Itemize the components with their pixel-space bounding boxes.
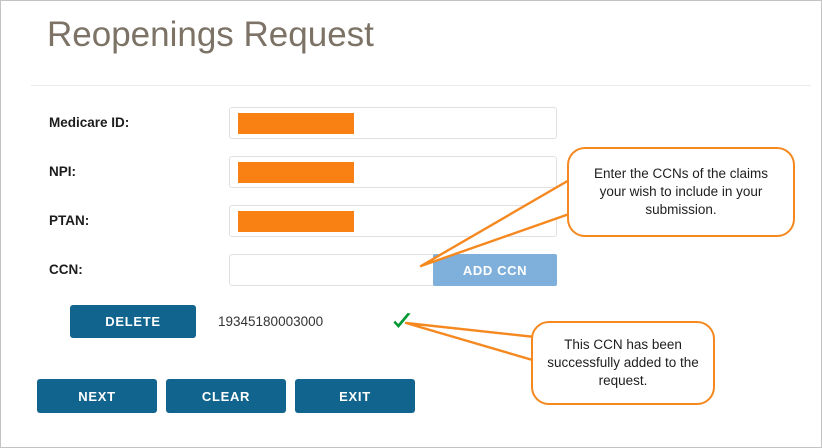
field-row-ccn: CCN: ADD CCN [1, 254, 821, 288]
page-title: Reopenings Request [47, 15, 374, 54]
npi-label: NPI: [49, 164, 76, 179]
ccn-list-value: 19345180003000 [218, 314, 324, 329]
ptan-input[interactable] [229, 205, 557, 237]
callout-tail-ccn-added [404, 321, 538, 363]
field-row-medicare-id: Medicare ID: [1, 107, 821, 141]
delete-button[interactable]: DELETE [70, 305, 196, 338]
title-divider [31, 85, 811, 86]
npi-input[interactable] [229, 156, 557, 188]
callout-ccn-entry: Enter the CCNs of the claims your wish t… [567, 147, 795, 237]
exit-button[interactable]: EXIT [295, 379, 415, 413]
callout-ccn-added-text: This CCN has been successfully added to … [547, 337, 699, 388]
clear-button[interactable]: CLEAR [166, 379, 286, 413]
add-ccn-button[interactable]: ADD CCN [433, 254, 557, 286]
next-button[interactable]: NEXT [37, 379, 157, 413]
callout-ccn-added: This CCN has been successfully added to … [531, 321, 715, 405]
medicare-id-label: Medicare ID: [49, 115, 130, 130]
redaction-bar [238, 113, 354, 134]
redaction-bar [238, 162, 354, 183]
check-icon [393, 313, 411, 328]
callout-ccn-entry-text: Enter the CCNs of the claims your wish t… [593, 166, 769, 217]
ccn-label: CCN: [49, 262, 83, 277]
medicare-id-input[interactable] [229, 107, 557, 139]
redaction-bar [238, 211, 354, 232]
ptan-label: PTAN: [49, 213, 90, 228]
